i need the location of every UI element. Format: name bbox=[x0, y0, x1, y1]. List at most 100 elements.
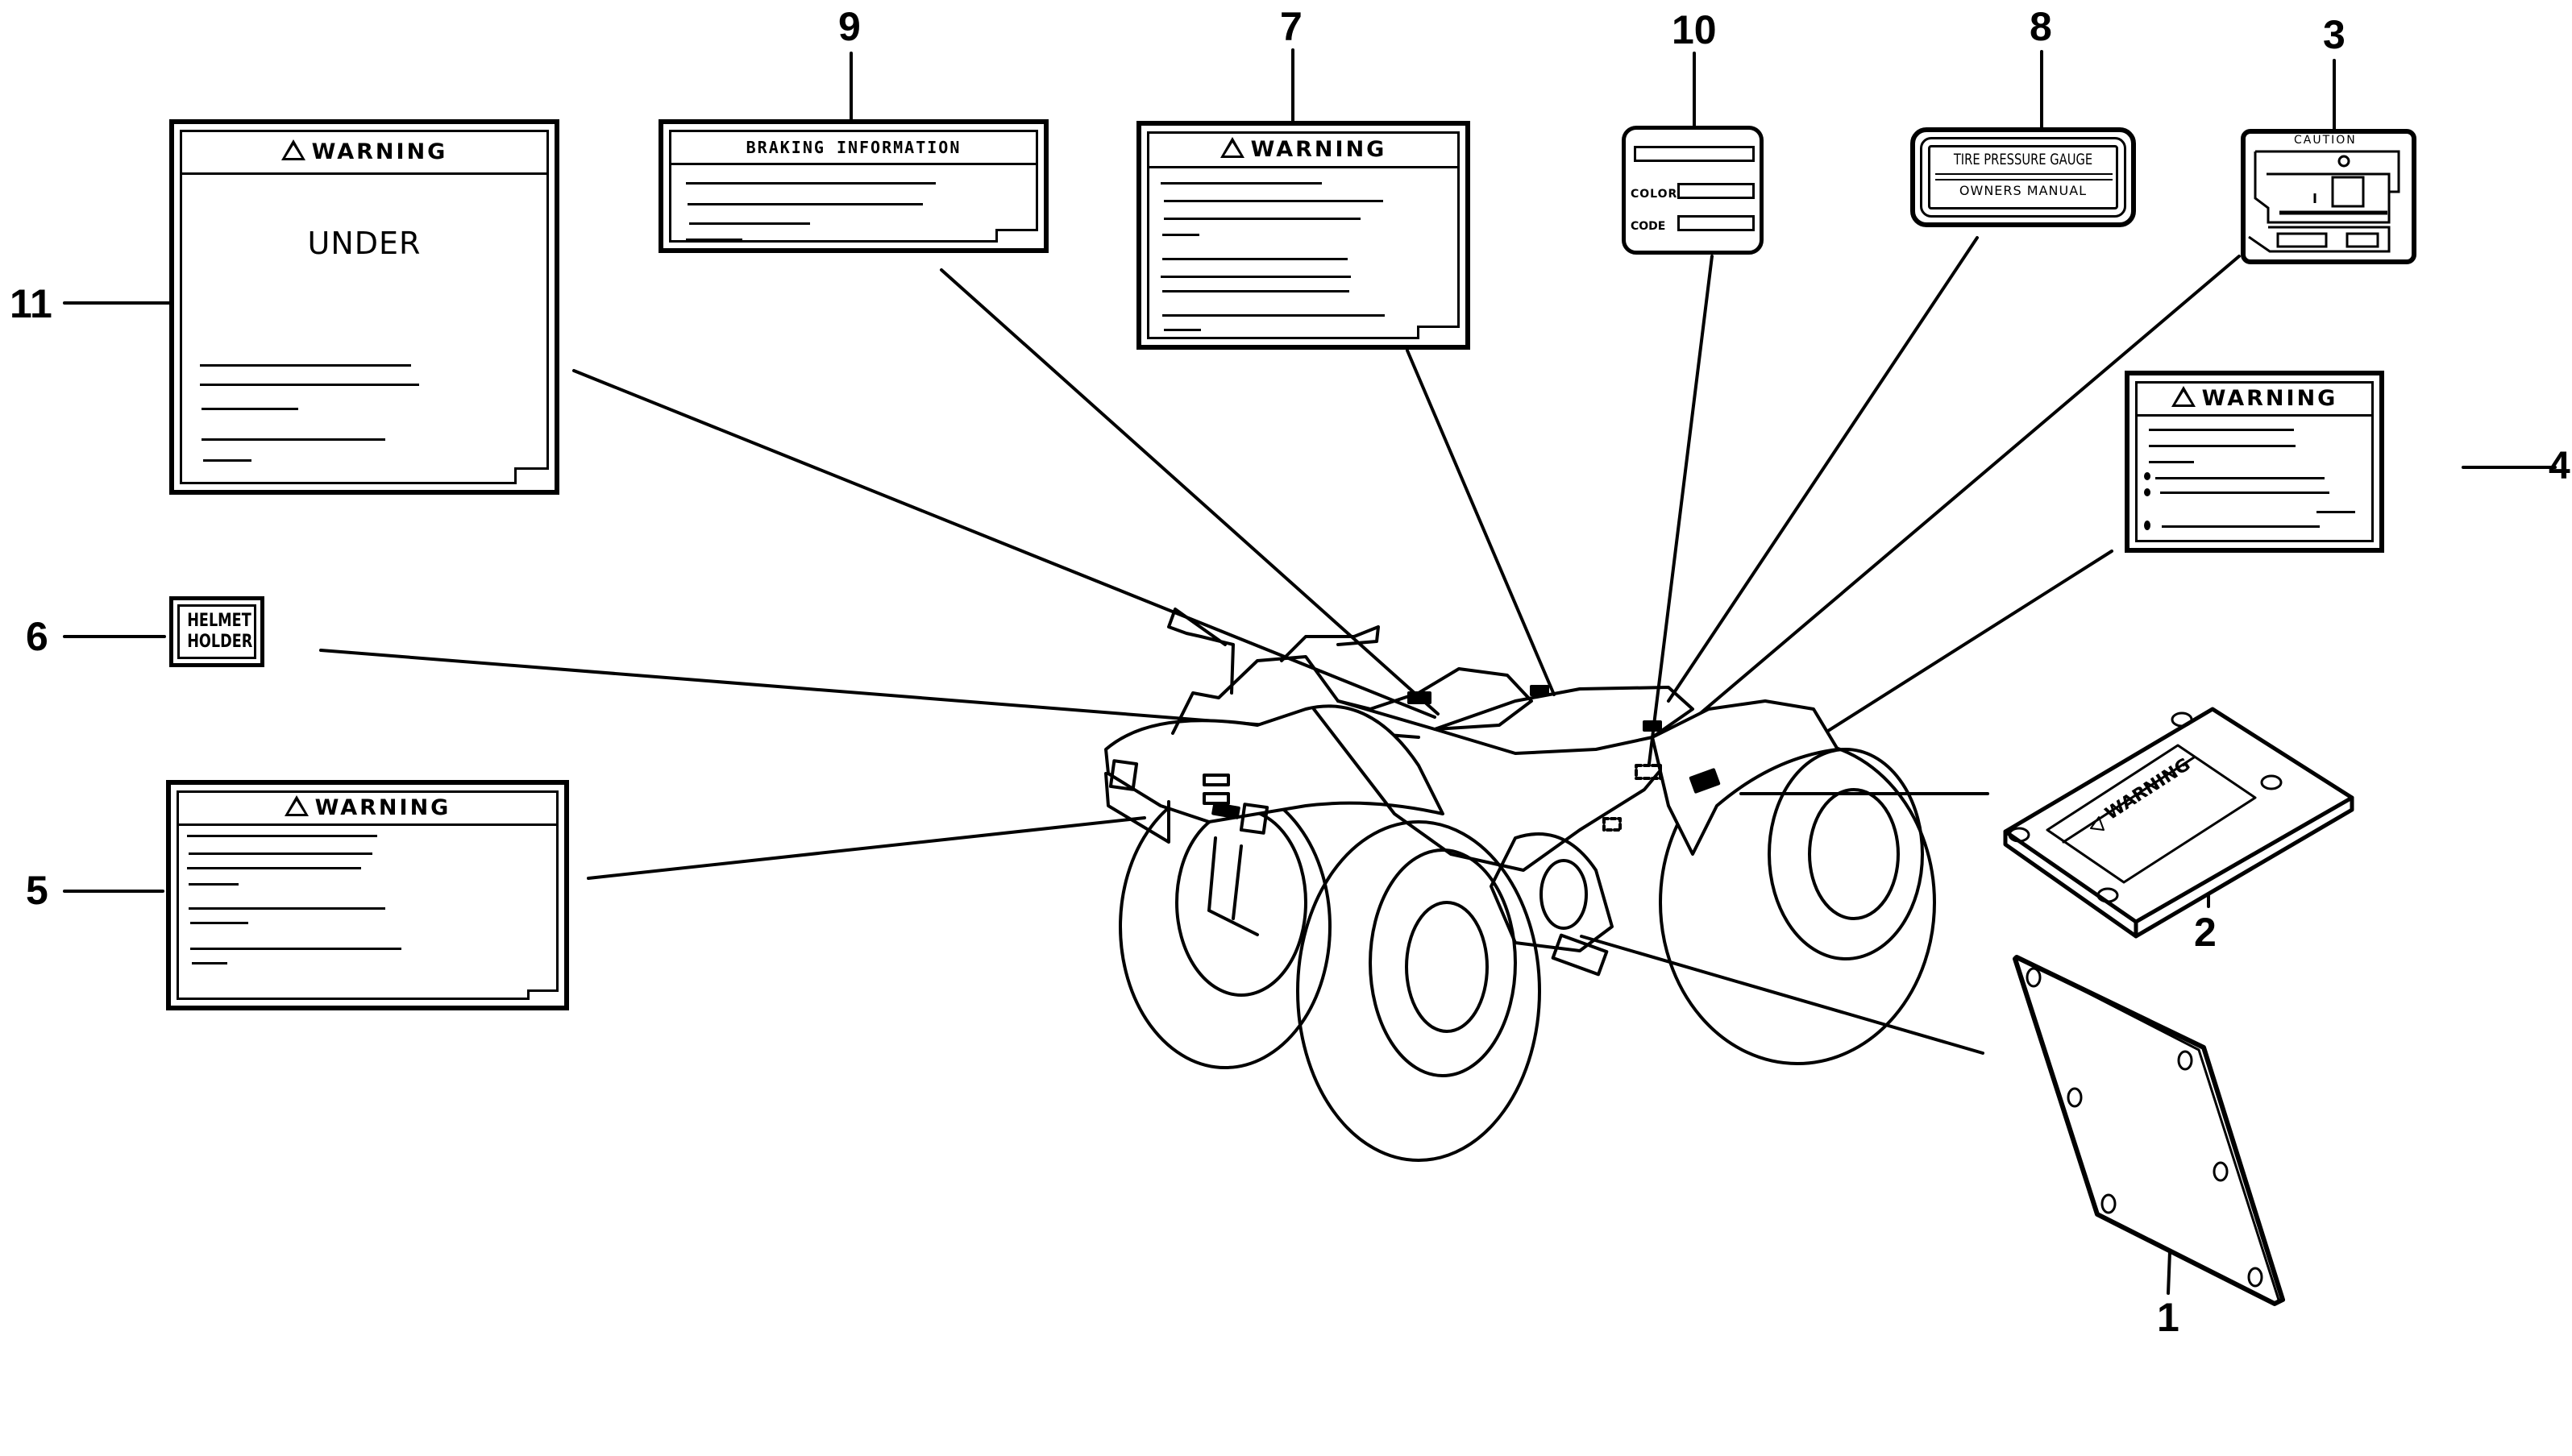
plate-2-outline bbox=[2003, 707, 2354, 939]
label-5-text-line bbox=[190, 922, 248, 924]
label-4-text-line bbox=[2149, 461, 2194, 463]
label-11-text-line bbox=[200, 364, 411, 367]
plate-1-hole bbox=[2247, 1267, 2263, 1288]
leader-line-11-to-atv bbox=[572, 369, 1436, 719]
atv-engine bbox=[1490, 832, 1614, 952]
atv-front-fender bbox=[1104, 704, 1444, 823]
label-5-inner: WARNING bbox=[177, 790, 559, 1000]
atv-handlebar-right bbox=[1280, 625, 1380, 662]
label-8-line-2: OWNERS MANUAL bbox=[1959, 183, 2088, 198]
callout-1: 1 bbox=[2157, 1295, 2179, 1340]
label-7-text-line bbox=[1162, 290, 1349, 292]
label-11-text-line bbox=[202, 438, 385, 441]
callout-8: 8 bbox=[2030, 4, 2052, 49]
label-8-tire-pressure[interactable]: TIRE PRESSURE GAUGE OWNERS MANUAL bbox=[1910, 127, 2136, 227]
label-7-text-line bbox=[1162, 314, 1385, 317]
plate-2-warning-triangle-icon bbox=[2090, 816, 2105, 831]
plate-2-hole bbox=[2260, 774, 2283, 790]
label-5-text-line bbox=[189, 907, 385, 910]
label-11-text-line bbox=[200, 384, 419, 386]
atv-steering-column bbox=[1171, 655, 1340, 735]
callout-7: 7 bbox=[1280, 4, 1303, 49]
label-9-text-line bbox=[686, 182, 936, 185]
leader-line-1-to-atv bbox=[1580, 935, 1984, 1055]
label-9-braking-information[interactable]: BRAKING INFORMATION bbox=[659, 119, 1049, 253]
atv-front-left-rim bbox=[1175, 808, 1307, 997]
atv-rear-fender bbox=[1651, 699, 1839, 856]
label-11-corner-notch bbox=[514, 467, 549, 484]
label-11-inner: WARNING UNDER bbox=[180, 130, 549, 484]
label-4-inner: WARNING bbox=[2135, 381, 2374, 542]
callout-6: 6 bbox=[26, 614, 48, 659]
label-5-text-line bbox=[190, 948, 401, 950]
atv-front-right-wheel bbox=[1296, 820, 1541, 1162]
atv-decal-side-dashed bbox=[1635, 764, 1662, 780]
label-6-line-2: HOLDER bbox=[187, 632, 253, 652]
plate-1[interactable] bbox=[2013, 955, 2285, 1306]
label-5-corner-notch bbox=[527, 989, 559, 1000]
label-10-top-field bbox=[1634, 146, 1755, 162]
label-7-text-line bbox=[1164, 329, 1201, 331]
atv-decal-tank bbox=[1407, 691, 1431, 704]
label-5-text-line bbox=[189, 852, 372, 855]
atv-front-right-hub bbox=[1405, 901, 1489, 1033]
plate-2-inner-divider bbox=[2062, 756, 2196, 844]
atv-decal-side-dashed-2 bbox=[1602, 817, 1622, 832]
label-3-caution[interactable]: CAUTION bbox=[2241, 129, 2416, 264]
label-6-helmet-holder[interactable]: HELMET HOLDER bbox=[169, 596, 264, 667]
plate-2-hole bbox=[2171, 711, 2193, 728]
label-8-line-1: TIRE PRESSURE GAUGE bbox=[1953, 151, 2093, 168]
label-11-title: WARNING bbox=[311, 139, 448, 164]
atv-front-suspension bbox=[1207, 836, 1259, 936]
atv-illustration bbox=[1104, 608, 1936, 1162]
label-9-inner: BRAKING INFORMATION bbox=[669, 130, 1038, 243]
label-11-warning-under[interactable]: WARNING UNDER bbox=[169, 119, 559, 495]
label-5-text-line bbox=[189, 883, 239, 886]
label-10-color-label: COLOR bbox=[1631, 188, 1678, 201]
label-4-title: WARNING bbox=[2201, 386, 2338, 411]
label-4-bullet-icon bbox=[2144, 472, 2150, 480]
label-7-inner: WARNING bbox=[1147, 131, 1460, 339]
atv-engine-cylinder bbox=[1539, 859, 1588, 930]
label-10-code-field[interactable] bbox=[1677, 215, 1755, 231]
label-8-divider bbox=[1935, 173, 2113, 180]
atv-headlight-right bbox=[1239, 803, 1269, 835]
atv-side-panel bbox=[1312, 707, 1686, 872]
atv-footrest bbox=[1551, 933, 1609, 977]
atv-decal-front bbox=[1211, 802, 1240, 819]
atv-handlebar-left bbox=[1167, 608, 1235, 695]
warning-triangle-icon bbox=[1220, 137, 1244, 158]
plate-1-edge bbox=[2020, 957, 2280, 1301]
label-9-corner-notch bbox=[995, 229, 1038, 243]
label-4-text-line bbox=[2149, 429, 2294, 431]
label-4-text-line bbox=[2149, 445, 2296, 447]
atv-grille-slot bbox=[1203, 774, 1230, 786]
leader-line-1 bbox=[2167, 1250, 2171, 1295]
label-7-text-line bbox=[1161, 182, 1322, 185]
warning-triangle-icon bbox=[2171, 386, 2196, 407]
plate-2-top-edge bbox=[2003, 795, 2354, 939]
atv-headlight-left bbox=[1108, 759, 1139, 791]
label-9-header: BRAKING INFORMATION bbox=[671, 132, 1036, 165]
label-5-header: WARNING bbox=[179, 793, 556, 826]
leader-line-5-to-atv bbox=[587, 816, 1146, 880]
warning-triangle-icon bbox=[284, 795, 309, 816]
atv-fuel-tank bbox=[1336, 667, 1533, 731]
callout-3: 3 bbox=[2323, 12, 2346, 57]
label-4-text-line bbox=[2155, 477, 2325, 479]
plate-2[interactable] bbox=[2003, 707, 2354, 939]
label-10-color-code[interactable]: COLOR CODE bbox=[1622, 126, 1764, 255]
label-7-warning[interactable]: WARNING bbox=[1136, 121, 1470, 350]
label-4-bullet-icon bbox=[2144, 521, 2150, 530]
label-6-inner: HELMET HOLDER bbox=[177, 604, 256, 659]
label-10-color-field[interactable] bbox=[1677, 183, 1755, 199]
label-11-text-line bbox=[203, 459, 251, 462]
label-5-warning[interactable]: WARNING bbox=[166, 780, 569, 1010]
label-7-text-line bbox=[1161, 276, 1351, 278]
atv-front-left-wheel bbox=[1119, 784, 1332, 1069]
label-4-text-line bbox=[2316, 511, 2355, 513]
warning-triangle-icon bbox=[280, 139, 305, 160]
label-4-warning[interactable]: WARNING bbox=[2125, 371, 2384, 553]
atv-decal-seat bbox=[1530, 685, 1549, 696]
